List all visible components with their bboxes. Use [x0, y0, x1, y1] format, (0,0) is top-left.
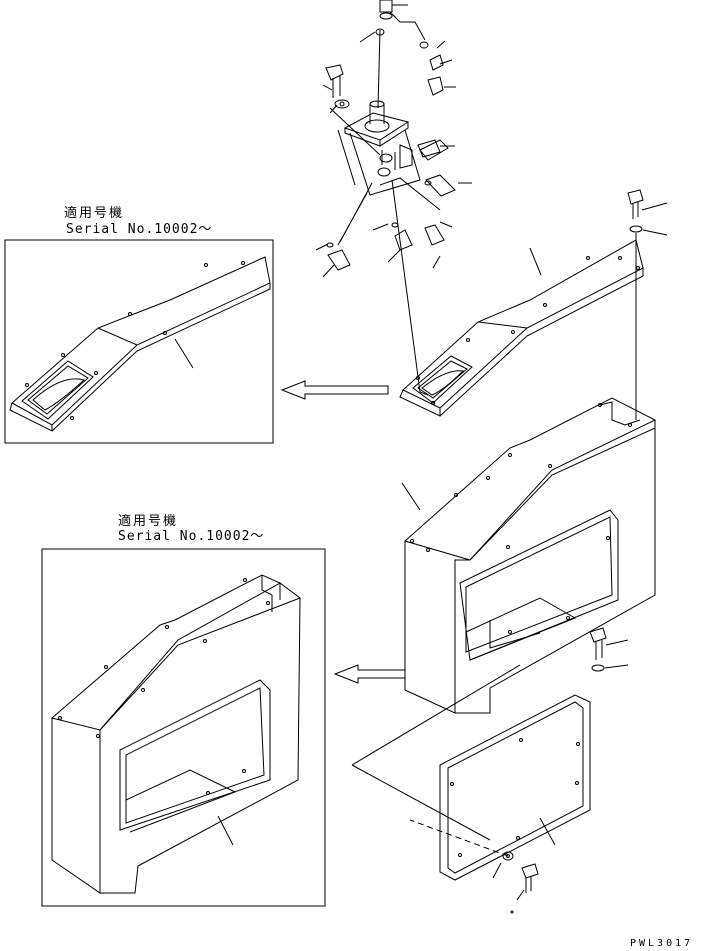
inset-top-serial-label: Serial No.10002～ [66, 222, 213, 237]
bolt-mid-right [589, 627, 629, 672]
bolt-left [322, 64, 350, 114]
bolt-top-right [627, 189, 668, 420]
drawing-code: PWL3017 [630, 938, 694, 949]
inset-top-cover-plate [9, 256, 271, 432]
fitting-top [379, 0, 426, 41]
inset-top-frame [4, 239, 274, 444]
fitting-lower-group [315, 221, 453, 278]
inset-top-applicability-label: 適用号機 [64, 206, 125, 221]
arrow-to-top-inset [280, 380, 389, 400]
arrow-to-bottom-inset [333, 664, 406, 684]
main-console-body [401, 397, 657, 714]
inset-bottom-frame [41, 548, 326, 907]
small-parts-right [419, 40, 456, 96]
main-bottom-cover [351, 664, 591, 881]
main-cover-plate [399, 239, 644, 417]
valve-assembly [329, 100, 449, 246]
leader-lines [337, 28, 429, 396]
inset-bottom-console-frame [50, 574, 301, 894]
bolt-bottom [409, 819, 539, 914]
inset-bottom-applicability-label: 適用号機 [118, 514, 179, 529]
inset-bottom-serial-label: Serial No.10002～ [118, 529, 265, 544]
fitting-mid-right [417, 139, 472, 197]
